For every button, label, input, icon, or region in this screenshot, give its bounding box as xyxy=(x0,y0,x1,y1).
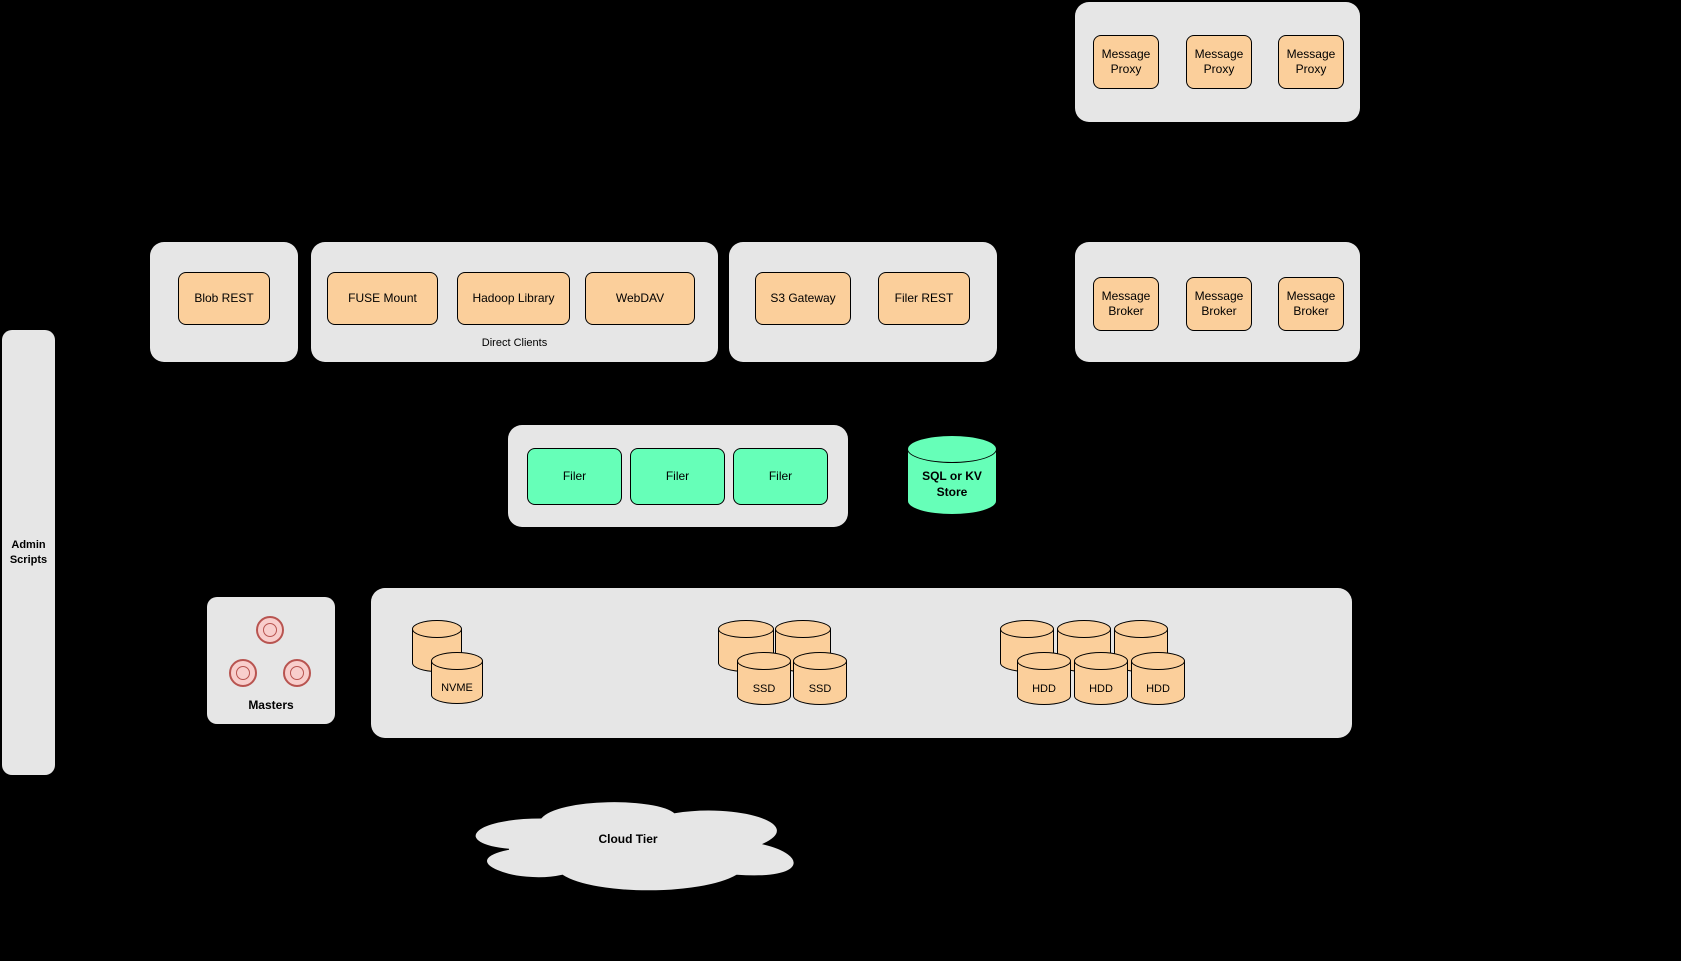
cloud-icon xyxy=(474,801,795,892)
master-circle-inner xyxy=(263,623,277,637)
message-broker-node: Message Broker xyxy=(1278,277,1344,331)
s3-gateway-node: S3 Gateway xyxy=(755,272,851,325)
filer-label: Filer xyxy=(665,469,690,483)
filer-rest-node: Filer REST xyxy=(878,272,970,325)
message-proxy-label: Message Proxy xyxy=(1101,47,1151,76)
master-circle-inner xyxy=(290,666,304,680)
volume-servers-group: NVME SSD SSD xyxy=(371,588,1352,738)
cloud-tier-shape: Cloud Tier xyxy=(450,790,806,894)
master-circle xyxy=(229,659,257,687)
message-proxy-node: Message Proxy xyxy=(1186,35,1252,89)
filer-node: Filer xyxy=(527,448,622,505)
fuse-mount-label: FUSE Mount xyxy=(348,291,417,305)
cylinder-top xyxy=(412,620,462,638)
hadoop-library-label: Hadoop Library xyxy=(472,291,555,305)
cylinder-top xyxy=(793,652,847,670)
master-circle-inner xyxy=(236,666,250,680)
ssd-label: SSD xyxy=(752,683,776,695)
nvme-label: NVME xyxy=(441,682,473,694)
nvme-disk-cylinder: NVME xyxy=(431,652,483,704)
cylinder-top xyxy=(1131,652,1185,670)
admin-scripts-panel: Admin Scripts xyxy=(2,330,55,775)
hdd-disk-cylinder: HDD xyxy=(1131,652,1185,705)
filer-label: Filer xyxy=(768,469,793,483)
webdav-label: WebDAV xyxy=(615,291,665,305)
filer-group: Filer Filer Filer xyxy=(508,425,848,527)
s3-gateway-label: S3 Gateway xyxy=(770,291,836,305)
cloud-tier-label: Cloud Tier xyxy=(598,832,658,846)
ssd-disk-cylinder: SSD xyxy=(737,652,791,705)
fuse-mount-node: FUSE Mount xyxy=(327,272,438,325)
hadoop-library-node: Hadoop Library xyxy=(457,272,570,325)
ssd-disk-cylinder: SSD xyxy=(793,652,847,705)
message-proxy-node: Message Proxy xyxy=(1278,35,1344,89)
kv-store-label: SQL or KV Store xyxy=(922,469,982,499)
filer-rest-label: Filer REST xyxy=(894,291,954,305)
ssd-label: SSD xyxy=(808,683,832,695)
hdd-label: HDD xyxy=(1032,683,1056,695)
masters-group: Masters xyxy=(207,597,335,724)
cylinder-top xyxy=(737,652,791,670)
filer-label: Filer xyxy=(562,469,587,483)
kv-store-cylinder: SQL or KV Store xyxy=(907,435,997,515)
master-circle xyxy=(283,659,311,687)
filer-node: Filer xyxy=(733,448,828,505)
masters-label: Masters xyxy=(248,698,294,712)
hdd-disk-cylinder: HDD xyxy=(1074,652,1128,705)
blob-rest-label: Blob REST xyxy=(194,291,254,305)
cylinder-top xyxy=(907,435,997,463)
blob-rest-group: Blob REST xyxy=(150,242,298,362)
cylinder-top xyxy=(775,620,831,638)
hdd-label: HDD xyxy=(1146,683,1170,695)
hdd-label: HDD xyxy=(1089,683,1113,695)
cylinder-top xyxy=(1000,620,1054,638)
webdav-node: WebDAV xyxy=(585,272,695,325)
message-proxy-node: Message Proxy xyxy=(1093,35,1159,89)
hdd-disk-cylinder: HDD xyxy=(1017,652,1071,705)
message-broker-group: Message Broker Message Broker Message Br… xyxy=(1075,242,1360,362)
message-proxy-label: Message Proxy xyxy=(1286,47,1336,76)
filer-node: Filer xyxy=(630,448,725,505)
cylinder-top xyxy=(1057,620,1111,638)
message-proxy-label: Message Proxy xyxy=(1194,47,1244,76)
message-broker-node: Message Broker xyxy=(1093,277,1159,331)
gateway-group: S3 Gateway Filer REST xyxy=(729,242,997,362)
direct-clients-caption: Direct Clients xyxy=(481,337,548,349)
message-broker-label: Message Broker xyxy=(1286,289,1336,318)
message-proxy-group: Message Proxy Message Proxy Message Prox… xyxy=(1075,2,1360,122)
master-circle xyxy=(256,616,284,644)
message-broker-label: Message Broker xyxy=(1194,289,1244,318)
message-broker-node: Message Broker xyxy=(1186,277,1252,331)
message-broker-label: Message Broker xyxy=(1101,289,1151,318)
cylinder-top xyxy=(1074,652,1128,670)
direct-clients-group: FUSE Mount Hadoop Library WebDAV Direct … xyxy=(311,242,718,362)
admin-scripts-label: Admin Scripts xyxy=(9,539,48,566)
cylinder-top xyxy=(718,620,774,638)
blob-rest-node: Blob REST xyxy=(178,272,270,325)
cylinder-top xyxy=(431,652,483,670)
cylinder-top xyxy=(1017,652,1071,670)
cylinder-top xyxy=(1114,620,1168,638)
